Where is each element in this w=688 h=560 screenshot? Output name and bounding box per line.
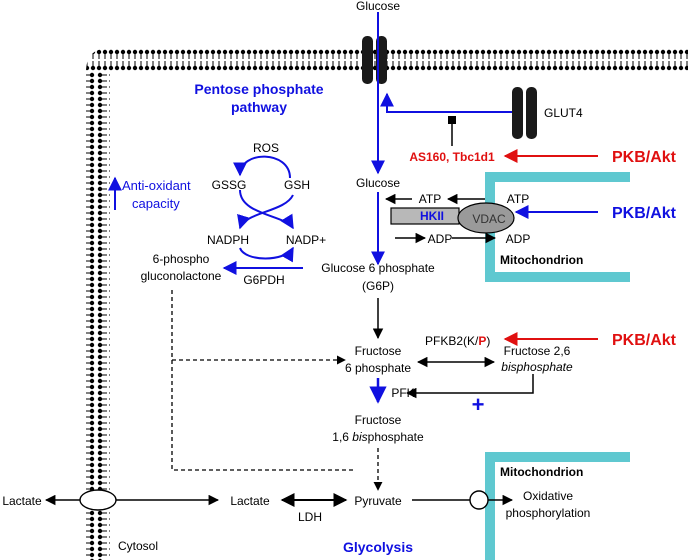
label-ppp-line2: pathway bbox=[231, 99, 287, 115]
label-phospho-line2: gluconolactone bbox=[141, 269, 222, 283]
arrow-nadph-nadp-bottom bbox=[239, 246, 294, 263]
label-mitochondrion-bottom: Mitochondrion bbox=[500, 465, 583, 479]
label-adp-left: ADP bbox=[428, 232, 453, 246]
label-pfkb2: PFKB2(K/P) bbox=[425, 334, 490, 348]
label-as160: AS160, Tbc1d1 bbox=[409, 150, 495, 164]
label-gssg: GSSG bbox=[212, 178, 247, 192]
mitochondrion-bottom bbox=[485, 452, 630, 560]
lactate-transporter bbox=[79, 489, 117, 511]
label-g6p-line1: Glucose 6 phosphate bbox=[321, 261, 435, 275]
label-g6p-line2: (G6P) bbox=[362, 279, 394, 293]
label-f16-line2: 1,6 bisphosphate bbox=[332, 430, 424, 444]
label-gsh: GSH bbox=[284, 178, 310, 192]
label-f26-line2: bisphosphate bbox=[501, 360, 573, 374]
vdac-ellipse bbox=[457, 202, 515, 234]
label-lactate-inside: Lactate bbox=[230, 494, 270, 508]
label-mitochondrion-top: Mitochondrion bbox=[500, 253, 583, 267]
label-hkii: HKII bbox=[420, 209, 444, 223]
dashed-gluconolactone-to-pyruvate bbox=[171, 360, 355, 471]
inhibit-as160-cap bbox=[448, 116, 456, 124]
dashed-gluconolactone-to-f6p bbox=[171, 290, 346, 365]
arrow-nadp-nadph-cycle bbox=[237, 194, 294, 230]
arrow-glut4-translocation bbox=[380, 92, 512, 113]
label-cytosol: Cytosol bbox=[118, 539, 158, 553]
label-plus: + bbox=[472, 392, 485, 417]
arrow-f26bp-to-pfk bbox=[405, 374, 534, 399]
cell-membrane bbox=[86, 48, 688, 560]
label-glycolysis: Glycolysis bbox=[343, 539, 413, 555]
label-ros: ROS bbox=[253, 141, 279, 155]
label-antiox-line2: capacity bbox=[132, 196, 180, 211]
label-glut4: GLUT4 bbox=[544, 106, 583, 120]
label-atp-right: ATP bbox=[507, 192, 529, 206]
label-f26-line1: Fructose 2,6 bbox=[504, 344, 571, 358]
label-f6p-line1: Fructose bbox=[355, 344, 402, 358]
label-pfkb2-phospho: P bbox=[478, 334, 486, 348]
label-glucose-inner: Glucose bbox=[356, 176, 400, 190]
label-pkb-akt-red-2: PKB/Akt bbox=[612, 332, 677, 349]
label-oxphos-line1: Oxidative bbox=[523, 489, 573, 503]
label-lactate-outside: Lactate bbox=[2, 494, 42, 508]
label-ldh: LDH bbox=[298, 510, 322, 524]
label-vdac: VDAC bbox=[472, 212, 506, 226]
label-atp-left: ATP bbox=[419, 192, 441, 206]
pyruvate-carrier bbox=[469, 490, 489, 510]
label-pkb-akt-red-1: PKB/Akt bbox=[612, 149, 677, 166]
label-ppp-line1: Pentose phosphate bbox=[194, 81, 323, 97]
glut4-vesicle bbox=[512, 87, 537, 139]
label-g6pdh: G6PDH bbox=[243, 273, 284, 287]
label-adp-right: ADP bbox=[506, 232, 531, 246]
label-f6p-line2: 6 phosphate bbox=[345, 361, 411, 375]
arrow-gsh-gssg-cycle-top bbox=[233, 155, 291, 179]
label-phospho-line1: 6-phospho bbox=[153, 252, 210, 266]
label-oxphos-line2: phosphorylation bbox=[506, 506, 591, 520]
label-pyruvate: Pyruvate bbox=[354, 494, 402, 508]
label-pfk: PFK bbox=[391, 386, 414, 400]
label-f16-line1: Fructose bbox=[355, 413, 402, 427]
label-antiox-line1: Anti-oxidant bbox=[122, 178, 191, 193]
label-pkb-akt-blue: PKB/Akt bbox=[612, 205, 677, 222]
label-nadph: NADPH bbox=[207, 233, 249, 247]
label-glucose-top: Glucose bbox=[356, 0, 400, 13]
arrow-gssg-gsh-cycle-bottom bbox=[239, 189, 294, 230]
label-nadp: NADP+ bbox=[286, 233, 326, 247]
